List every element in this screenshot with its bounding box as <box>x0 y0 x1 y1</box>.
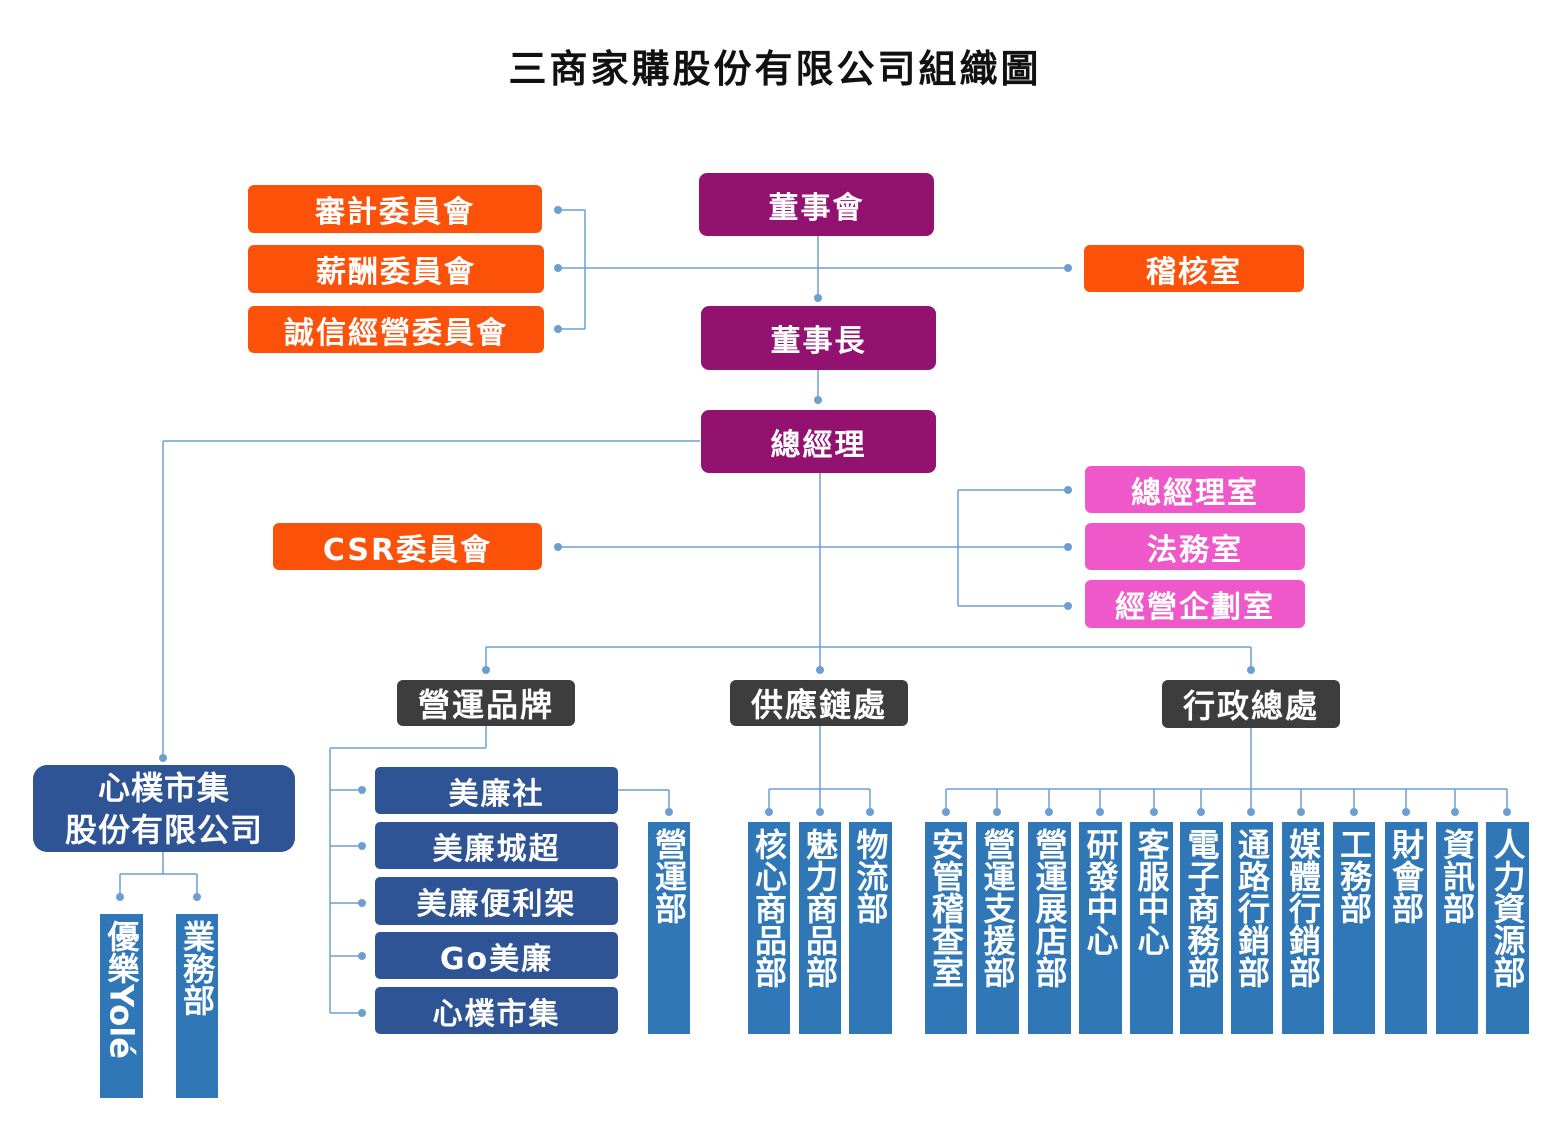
admin-department: 營運展店部 <box>1028 822 1071 1034</box>
general-manager-box: 總經理 <box>701 410 936 473</box>
subsidiary-unit-label: 優樂Yolé <box>102 920 141 1059</box>
admin-department: 資訊部 <box>1436 822 1478 1034</box>
department-label: 工務部 <box>1335 828 1373 924</box>
department-label: 人力資源部 <box>1488 828 1527 988</box>
chairman-box: 董事長 <box>701 306 936 370</box>
department-label: 財會部 <box>1387 828 1425 924</box>
subsidiary-box: 心樸市集 股份有限公司 <box>33 765 295 852</box>
brand-operations-department: 營運部 <box>648 822 690 1034</box>
department-label: 營運展店部 <box>1030 828 1069 988</box>
planning-office-box: 經營企劃室 <box>1085 580 1305 628</box>
supply-chain-department: 魅力商品部 <box>799 822 841 1034</box>
department-label: 電子商務部 <box>1182 828 1221 988</box>
department-label: 安管稽查室 <box>927 828 965 988</box>
division-brand-operations: 營運品牌 <box>397 680 575 726</box>
page-title: 三商家購股份有限公司組織圖 <box>508 47 1042 91</box>
department-label: 研發中心 <box>1081 828 1120 956</box>
brand-box: 美廉便利架 <box>375 877 618 925</box>
admin-department: 財會部 <box>1385 822 1427 1034</box>
admin-department: 通路行銷部 <box>1231 822 1273 1034</box>
admin-department: 客服中心 <box>1130 822 1173 1034</box>
department-label: 魅力商品部 <box>801 828 839 988</box>
department-label: 核心商品部 <box>750 828 788 988</box>
division-supply-chain: 供應鏈處 <box>730 680 908 726</box>
audit-office-box: 稽核室 <box>1084 245 1304 292</box>
brand-box: 美廉社 <box>375 767 618 814</box>
subsidiary-name-line2: 股份有限公司 <box>64 810 263 849</box>
brand-box: 心樸市集 <box>375 987 618 1034</box>
integrity-committee-box: 誠信經營委員會 <box>248 306 544 353</box>
subsidiary-unit-sales: 業務部 <box>176 914 218 1098</box>
admin-department: 工務部 <box>1333 822 1375 1034</box>
subsidiary-name-line1: 心樸市集 <box>97 768 230 807</box>
admin-department: 營運支援部 <box>976 822 1019 1034</box>
csr-committee-box: CSR委員會 <box>273 523 542 570</box>
supply-chain-department: 物流部 <box>849 822 892 1034</box>
department-label: 資訊部 <box>1438 828 1476 924</box>
remuneration-committee-box: 薪酬委員會 <box>248 245 544 293</box>
department-label: 物流部 <box>851 828 890 924</box>
audit-committee-box: 審計委員會 <box>248 185 542 233</box>
brand-box: Go美廉 <box>375 932 618 979</box>
admin-department: 研發中心 <box>1079 822 1122 1034</box>
board-box: 董事會 <box>699 173 934 236</box>
admin-department: 安管稽查室 <box>925 822 967 1034</box>
department-label: 營運部 <box>650 828 688 924</box>
brand-box: 美廉城超 <box>375 822 618 869</box>
subsidiary-unit-yole: 優樂Yolé <box>100 914 143 1098</box>
supply-chain-department: 核心商品部 <box>748 822 790 1034</box>
admin-department: 媒體行銷部 <box>1282 822 1324 1034</box>
admin-department: 人力資源部 <box>1486 822 1529 1034</box>
subsidiary-unit-label: 業務部 <box>178 920 216 1016</box>
department-label: 媒體行銷部 <box>1284 828 1322 988</box>
admin-department: 電子商務部 <box>1180 822 1223 1034</box>
department-label: 客服中心 <box>1132 828 1171 956</box>
legal-office-box: 法務室 <box>1085 523 1305 570</box>
department-label: 營運支援部 <box>978 828 1017 988</box>
division-administration: 行政總處 <box>1162 680 1340 728</box>
gm-office-box: 總經理室 <box>1085 466 1305 513</box>
department-label: 通路行銷部 <box>1233 828 1271 988</box>
